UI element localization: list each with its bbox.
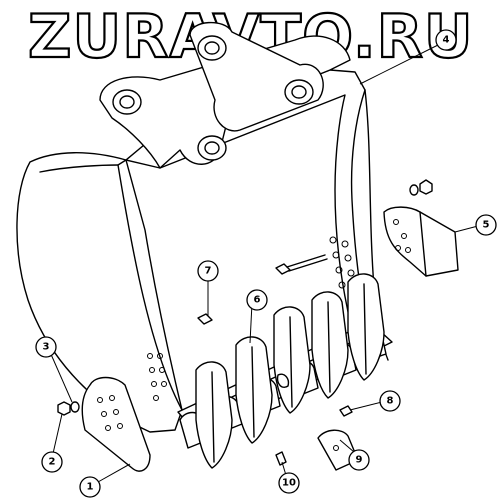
svg-text:7: 7: [205, 266, 212, 277]
link-bracket: [99, 21, 351, 169]
callout-8: 8: [379, 390, 401, 412]
svg-text:1: 1: [87, 482, 94, 493]
nut-washer-left: [57, 401, 80, 416]
side-bolt-holes-left: [147, 353, 167, 401]
svg-text:4: 4: [443, 35, 450, 46]
callout-10: 10: [278, 472, 300, 494]
svg-text:2: 2: [49, 457, 56, 468]
callout-2: 2: [41, 451, 63, 473]
svg-text:6: 6: [254, 295, 261, 306]
callout-6: 6: [246, 289, 268, 311]
leader-lines: [49, 44, 479, 483]
svg-text:5: 5: [483, 220, 490, 231]
watermark: ZURAVTO.RU: [28, 2, 474, 72]
svg-text:9: 9: [356, 455, 363, 466]
callout-9: 9: [348, 449, 370, 471]
callout-5: 5: [475, 214, 497, 236]
svg-text:10: 10: [282, 478, 296, 489]
callout-1: 1: [79, 476, 101, 498]
callout-4: 4: [435, 29, 457, 51]
svg-text:3: 3: [43, 342, 50, 353]
callout-7: 7: [197, 260, 219, 282]
small-bolt: [197, 313, 213, 325]
side-cutter-left: [81, 376, 151, 472]
pin-lock: [275, 373, 353, 466]
teeth-row: [179, 273, 387, 469]
bolt-right: [275, 254, 328, 275]
svg-text:8: 8: [387, 396, 394, 407]
side-cutter-right: [383, 179, 459, 277]
callout-3: 3: [35, 336, 57, 358]
